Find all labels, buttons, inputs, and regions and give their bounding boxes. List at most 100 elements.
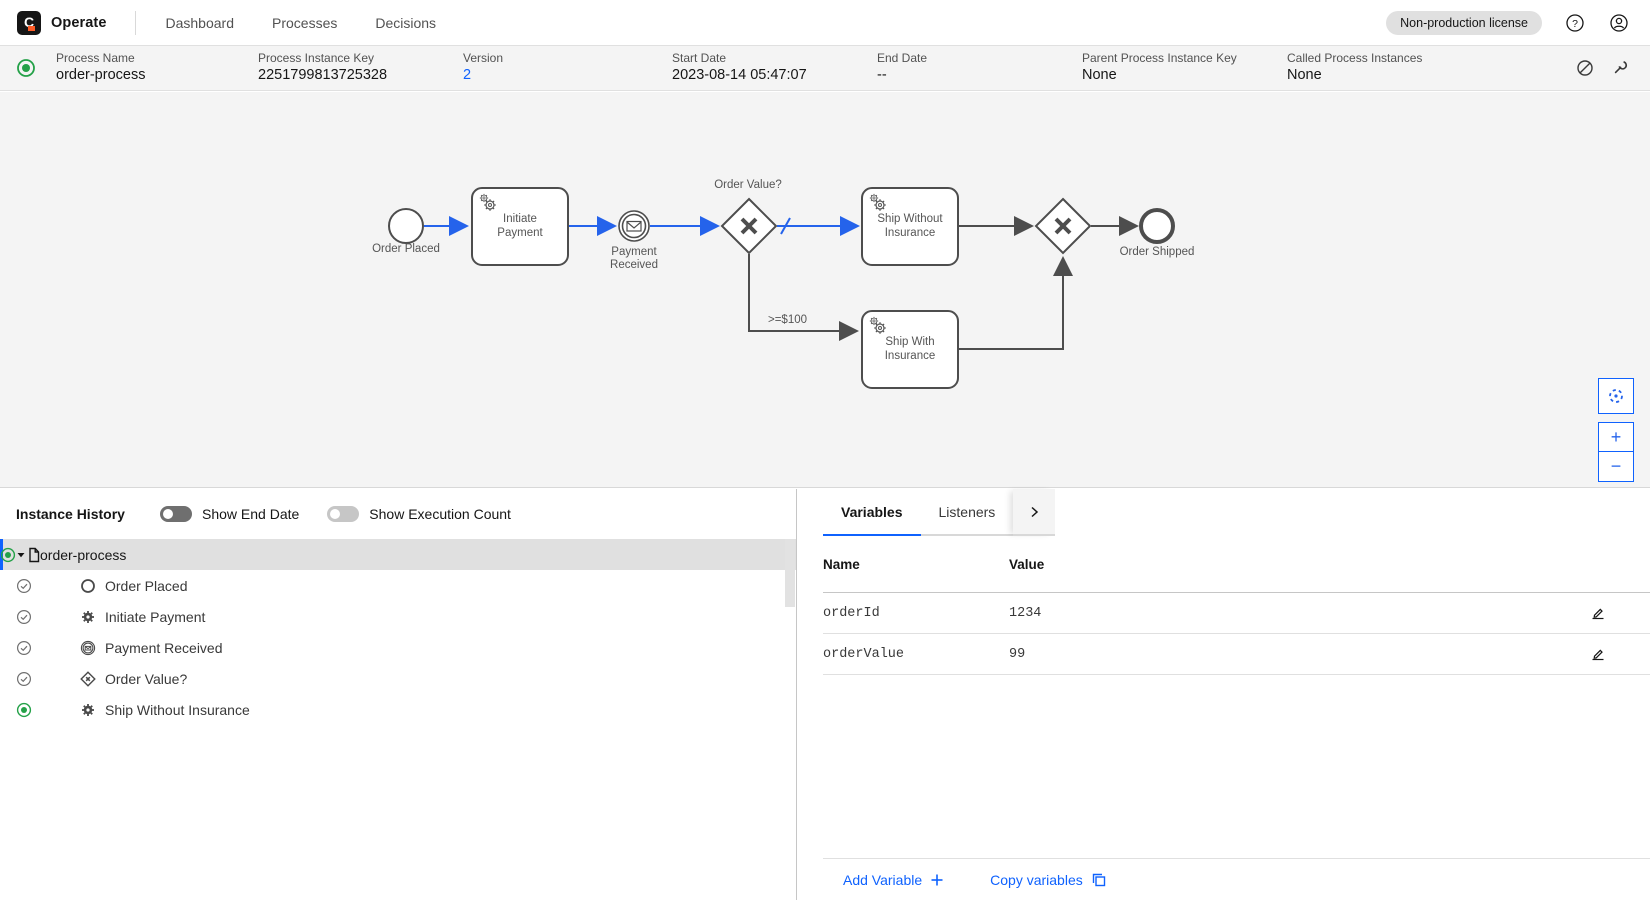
modifications-wrench-icon[interactable]: [1610, 57, 1632, 79]
version-link[interactable]: 2: [463, 67, 472, 83]
default-flow-marker: [780, 217, 791, 235]
end-event-label: Order Shipped: [1120, 246, 1195, 258]
plus-icon: [931, 874, 943, 885]
tab-listeners[interactable]: Listeners: [920, 489, 1014, 536]
help-icon[interactable]: ?: [1564, 12, 1586, 34]
flow-ship-with-to-merge: [959, 256, 1073, 350]
user-icon[interactable]: [1608, 12, 1630, 34]
instance-state-active-icon: [16, 58, 36, 78]
envelope-icon: [626, 220, 642, 232]
app-title: Operate: [51, 14, 107, 31]
field-start-date: Start Date 2023-08-14 05:47:07: [672, 51, 877, 85]
svg-text:?: ?: [1572, 18, 1578, 30]
field-value: None: [1287, 67, 1322, 83]
message-event-payment-received[interactable]: Payment Received: [610, 210, 658, 271]
license-badge: Non-production license: [1386, 10, 1542, 35]
history-scrollbar[interactable]: [785, 539, 795, 607]
camunda-logo-icon: C: [17, 10, 41, 35]
column-header-name: Name: [823, 556, 860, 572]
history-row-label: Order Placed: [105, 577, 188, 594]
variable-value: 99: [1009, 646, 1026, 662]
field-parent-process-instance-key: Parent Process Instance Key None: [1082, 51, 1287, 85]
svg-text:Payment: Payment: [611, 246, 657, 258]
history-row-label: Payment Received: [105, 639, 223, 656]
history-row-order-placed[interactable]: Order Placed: [0, 570, 796, 601]
diagram-zoom-out-button[interactable]: −: [1598, 452, 1634, 482]
main-nav: Dashboard Processes Decisions: [166, 15, 437, 31]
history-row-label: Order Value?: [105, 670, 188, 687]
diagram-canvas[interactable]: >=$100 Order Placed Initiate Payment Pay…: [0, 92, 1650, 488]
gateway-order-value[interactable]: Order Value?: [714, 179, 782, 255]
nav-processes[interactable]: Processes: [272, 14, 338, 31]
field-label: Start Date: [672, 51, 727, 65]
tab-overflow-chevron-right-icon[interactable]: [1013, 489, 1056, 536]
service-task-gear-icon: [80, 609, 97, 625]
history-row-order-process[interactable]: order-process: [0, 539, 796, 570]
service-task-ship-with-insurance[interactable]: Ship With Insurance: [861, 310, 959, 389]
instance-history-panel: Instance History Show End Date Show Exec…: [0, 489, 797, 900]
gateway-icon: [80, 670, 97, 687]
variables-tabs: Variables Listeners: [797, 489, 1650, 536]
field-called-process-instances: Called Process Instances None: [1287, 51, 1447, 85]
add-variable-button[interactable]: Add Variable: [843, 872, 944, 888]
nav-dashboard[interactable]: Dashboard: [165, 14, 235, 31]
field-value: 2023-08-14 05:47:07: [672, 67, 807, 83]
top-nav-bar: C Operate Dashboard Processes Decisions …: [0, 0, 1650, 46]
service-task-initiate-payment[interactable]: Initiate Payment: [471, 187, 569, 266]
state-completed-icon: [16, 640, 32, 656]
field-process-instance-key: Process Instance Key 2251799813725328: [258, 51, 463, 85]
chevron-down-icon[interactable]: [13, 547, 29, 563]
field-label: Process Name: [56, 51, 135, 65]
copy-variables-button[interactable]: Copy variables: [990, 872, 1107, 888]
diagram-zoom-in-button[interactable]: +: [1598, 422, 1634, 452]
toggle-label: Show Execution Count: [369, 506, 511, 522]
state-completed-icon: [16, 609, 32, 625]
field-value: --: [877, 67, 887, 83]
end-event-order-shipped[interactable]: Order Shipped: [1120, 208, 1195, 258]
condition-label: >=$100: [768, 314, 807, 326]
history-row-label: Initiate Payment: [105, 608, 206, 625]
history-row-ship-without-insurance[interactable]: Ship Without Insurance: [0, 694, 796, 725]
field-value: None: [1082, 67, 1117, 83]
svg-text:Insurance: Insurance: [885, 350, 936, 362]
svg-text:Payment: Payment: [497, 227, 543, 239]
history-row-order-value[interactable]: Order Value?: [0, 663, 796, 694]
state-completed-icon: [16, 578, 32, 594]
instance-header: Process Name order-process Process Insta…: [0, 46, 1650, 91]
show-execution-count-toggle[interactable]: [327, 506, 360, 522]
start-event-label: Order Placed: [372, 243, 440, 255]
field-label: End Date: [877, 51, 928, 65]
gateway-merge[interactable]: [1034, 197, 1092, 255]
history-row-payment-received[interactable]: Payment Received: [0, 632, 796, 663]
start-event-icon: [80, 578, 97, 594]
svg-text:Initiate: Initiate: [503, 213, 537, 225]
message-event-icon: [80, 640, 97, 656]
svg-text:Insurance: Insurance: [885, 227, 936, 239]
field-label: Process Instance Key: [258, 51, 375, 65]
service-task-gear-icon: [483, 198, 497, 212]
logo-orange-mark: [28, 25, 35, 31]
history-row-initiate-payment[interactable]: Initiate Payment: [0, 601, 796, 632]
variables-table: Name Value orderId 1234 orderValue 99: [823, 536, 1650, 675]
svg-text:Received: Received: [610, 259, 658, 271]
variable-row: orderId 1234: [823, 593, 1650, 634]
field-end-date: End Date --: [877, 51, 1082, 85]
tab-variables[interactable]: Variables: [823, 489, 921, 536]
start-event-order-placed[interactable]: Order Placed: [372, 208, 440, 255]
sequence-flows: >=$100: [424, 216, 1139, 350]
variable-name: orderValue: [823, 646, 905, 662]
variable-name: orderId: [823, 605, 880, 621]
field-label: Called Process Instances: [1287, 51, 1423, 65]
field-value: 2251799813725328: [258, 67, 388, 83]
variables-panel: Variables Listeners Name Value orderId 1…: [797, 489, 1650, 900]
copy-variables-label: Copy variables: [990, 871, 1083, 888]
edit-variable-button[interactable]: [1590, 646, 1650, 662]
diagram-reset-zoom-button[interactable]: [1598, 378, 1634, 414]
svg-text:Ship Without: Ship Without: [877, 213, 943, 225]
show-end-date-toggle[interactable]: [160, 506, 192, 522]
nav-decisions[interactable]: Decisions: [375, 14, 437, 31]
cancel-instance-icon[interactable]: [1574, 57, 1596, 79]
edit-variable-button[interactable]: [1590, 605, 1650, 621]
service-task-ship-without-insurance[interactable]: Ship Without Insurance: [861, 187, 959, 266]
field-label: Parent Process Instance Key: [1082, 51, 1237, 65]
